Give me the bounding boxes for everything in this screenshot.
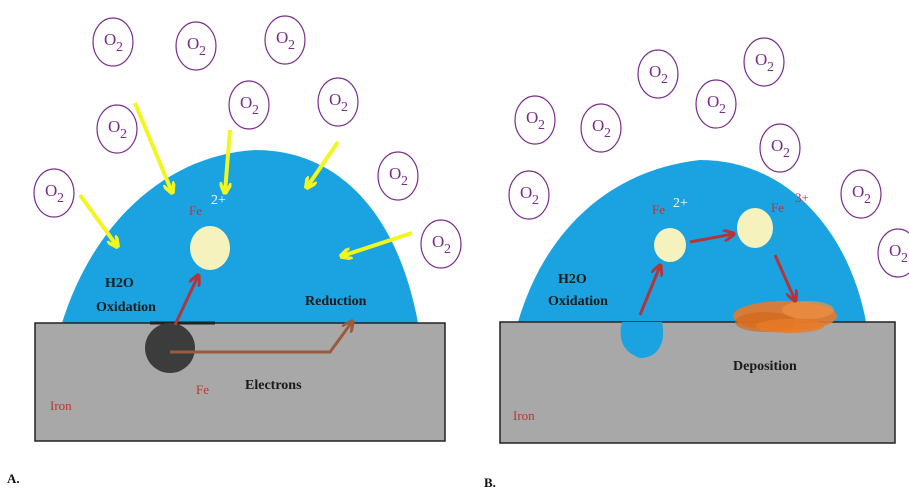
svg-text:O: O	[45, 181, 57, 200]
oxidation-arrow-a	[173, 276, 198, 326]
reduction-label: Reduction	[305, 294, 367, 309]
corrosion-pit	[620, 322, 664, 358]
iron-label-b: Iron	[513, 408, 535, 423]
ion1-label-b: Fe	[652, 202, 665, 217]
svg-text:O: O	[852, 182, 864, 201]
svg-text:O: O	[108, 117, 120, 136]
svg-text:2: 2	[401, 174, 408, 189]
fe2-ion-b	[654, 228, 686, 262]
svg-text:2: 2	[120, 127, 127, 142]
svg-text:2: 2	[444, 242, 451, 257]
iron-block-a	[34, 322, 446, 442]
oxygen-diffusion-arrows	[78, 102, 413, 256]
electrons-label: Electrons	[245, 378, 302, 393]
svg-text:O: O	[526, 108, 538, 127]
svg-text:O: O	[592, 116, 604, 135]
svg-text:O: O	[187, 34, 199, 53]
deposition-arrow	[773, 254, 795, 300]
svg-text:2: 2	[719, 102, 726, 117]
ion2-label-b: Fe	[771, 200, 784, 215]
iron-label-a: Iron	[50, 398, 72, 413]
panel-label-a: A.	[7, 471, 20, 486]
svg-text:2: 2	[767, 60, 774, 75]
svg-text:2: 2	[532, 193, 539, 208]
oxidation-label-b: Oxidation	[548, 294, 608, 309]
svg-text:2: 2	[604, 126, 611, 141]
svg-text:O: O	[520, 183, 532, 202]
svg-text:2: 2	[864, 192, 871, 207]
oxidation-arrow-b	[638, 266, 660, 316]
svg-text:O: O	[755, 50, 767, 69]
svg-text:2: 2	[57, 191, 64, 206]
svg-text:2: 2	[661, 72, 668, 87]
svg-text:2: 2	[901, 251, 908, 266]
fe3-ion-b	[737, 208, 773, 248]
fe-label: Fe	[196, 382, 209, 397]
oxidation-label-a: Oxidation	[96, 300, 156, 315]
fe2-ion-a	[190, 226, 230, 270]
svg-text:O: O	[889, 241, 901, 260]
svg-text:2: 2	[783, 146, 790, 161]
svg-text:O: O	[276, 28, 288, 47]
ion-conversion-arrow	[689, 234, 733, 244]
panel-label-b: B.	[484, 475, 496, 490]
svg-text:O: O	[240, 93, 252, 112]
deposition-label: Deposition	[733, 359, 797, 374]
svg-text:O: O	[104, 30, 116, 49]
water-droplet-a	[62, 150, 418, 323]
svg-text:2: 2	[341, 100, 348, 115]
ion1-charge-b: 2+	[673, 196, 688, 211]
electron-arrow	[170, 322, 352, 354]
fe-atom	[145, 323, 195, 373]
svg-text:O: O	[771, 136, 783, 155]
h2o-label-b: H2O	[558, 272, 587, 287]
svg-text:O: O	[707, 92, 719, 111]
svg-text:2: 2	[199, 44, 206, 59]
svg-text:2: 2	[538, 118, 545, 133]
rust-deposit	[733, 301, 837, 333]
svg-text:O: O	[389, 164, 401, 183]
svg-text:2: 2	[116, 40, 123, 55]
svg-text:O: O	[649, 62, 661, 81]
ion-charge-a: 2+	[211, 193, 226, 208]
svg-text:O: O	[432, 232, 444, 251]
h2o-label-a: H2O	[105, 276, 134, 291]
ion2-charge-b: 3+	[795, 190, 809, 205]
svg-text:2: 2	[252, 103, 259, 118]
svg-text:O: O	[329, 90, 341, 109]
svg-text:2: 2	[288, 38, 295, 53]
iron-block-b	[499, 321, 896, 444]
ion-label-a: Fe	[189, 203, 202, 218]
